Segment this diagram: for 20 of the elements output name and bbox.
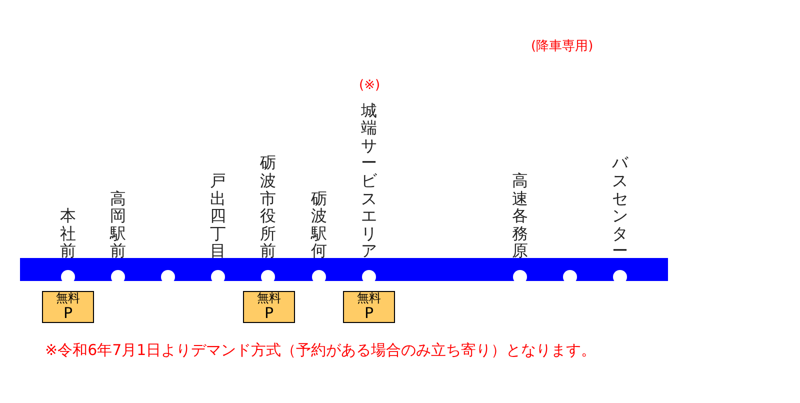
parking-sign [42,291,94,323]
stop-name: 城端サービスエリア [361,102,377,260]
footnote: ※令和6年7月1日よりデマンド方式（予約がある場合のみ立ち寄り）となります。 [45,341,596,360]
parking-label: 無料 [56,292,80,306]
parking-sign [343,291,395,323]
reference-mark: (※) [359,78,380,93]
stop-name: 高岡駅前 [110,190,126,260]
stop-name: 戸出四丁目 [210,172,226,260]
stop-name: 本社前 [60,207,76,260]
stop-name: 砺波駅何 [311,190,327,260]
parking-sign [243,291,295,323]
parking-letter: P [264,305,274,322]
parking-label: 無料 [257,292,281,306]
parking-label: 無料 [357,292,381,306]
parking-letter: P [364,305,374,322]
stop-name: 高速各務原 [512,172,528,260]
stop-name: バスセンター [612,154,628,260]
stop-name: 砺波市役所前 [260,154,276,260]
parking-letter: P [63,305,73,322]
usage-note: (降車専用) [531,38,594,55]
